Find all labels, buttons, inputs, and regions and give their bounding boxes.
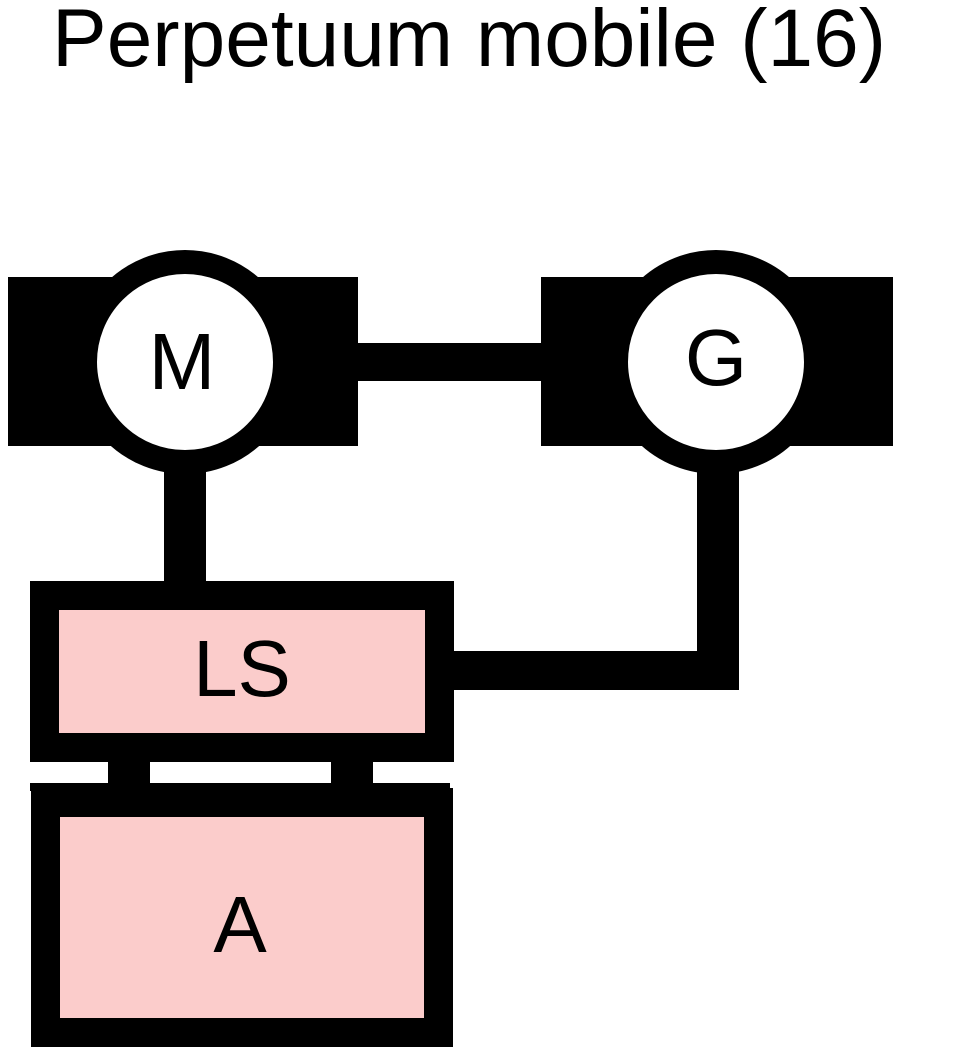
a-box: A: [31, 788, 453, 1047]
generator-circle: [604, 250, 828, 474]
motor-label: M: [149, 317, 216, 406]
a-box-rect: [31, 788, 453, 1047]
generator-label: G: [685, 313, 747, 402]
generator-block: G: [541, 250, 893, 474]
separator-line: [30, 783, 450, 791]
ls-box: LS: [30, 581, 454, 762]
motor-circle: [73, 250, 297, 474]
motor-to-ls-line: [164, 455, 206, 595]
ls-box-rect: [30, 581, 454, 762]
ls-label: LS: [193, 624, 291, 713]
generator-to-ls-line-vertical: [697, 455, 739, 690]
motor-block: M: [8, 250, 358, 474]
shaft-connection: [340, 343, 560, 381]
diagram-title: Perpetuum mobile (16): [52, 0, 887, 84]
a-label: A: [213, 880, 267, 969]
generator-to-ls-line-horizontal: [440, 651, 739, 690]
